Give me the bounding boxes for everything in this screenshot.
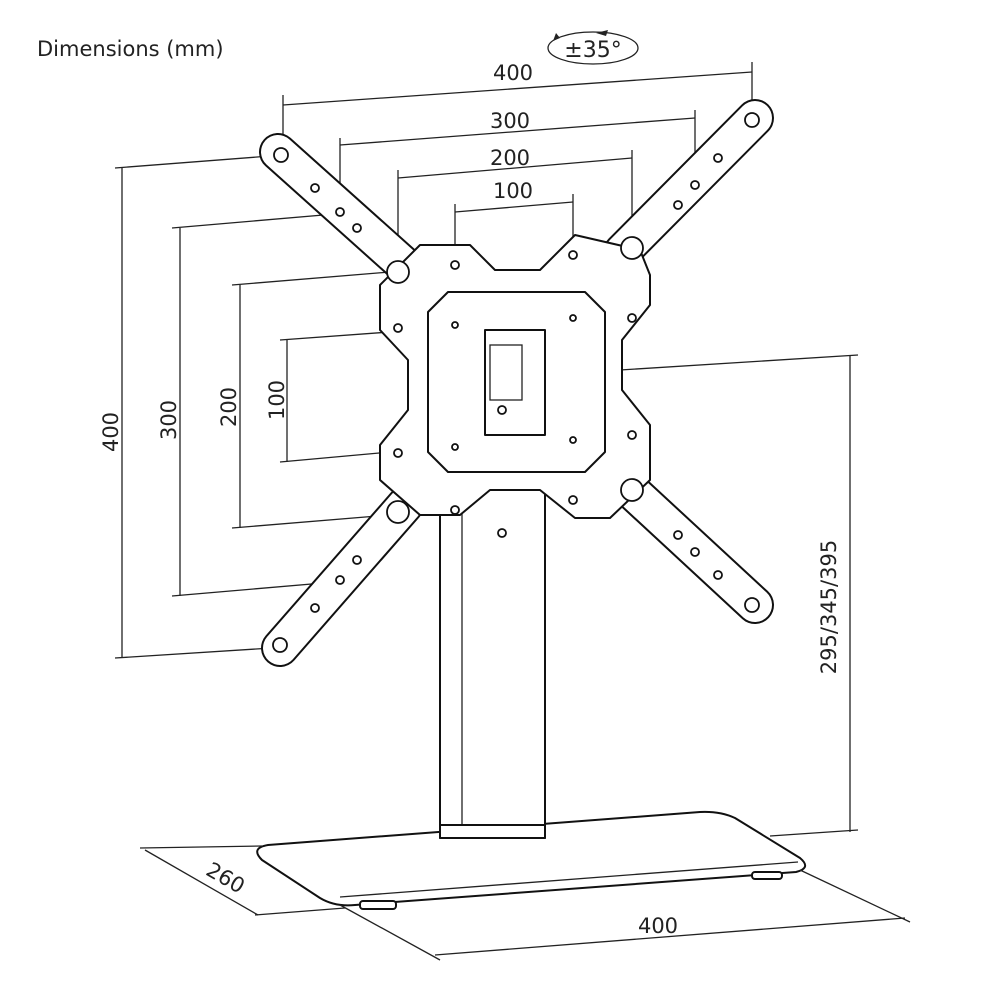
base-width-label: 400 [638,914,678,938]
height-200-label: 200 [217,387,241,427]
width-400-label: 400 [493,61,533,85]
base-dimension-lines [139,845,911,961]
rotation-label: ±35° [564,38,621,63]
diagram-title: Dimensions (mm) [37,37,224,61]
base-depth-label: 260 [202,858,249,899]
stand-height-label: 295/345/395 [817,540,841,674]
width-100-label: 100 [493,179,533,203]
height-400-label: 400 [99,412,123,452]
vertical-dimension-lines [114,155,859,837]
rotation-indicator: ±35° [547,30,639,65]
width-200-label: 200 [490,146,530,170]
height-100-label: 100 [265,380,289,420]
column [439,487,546,839]
width-300-label: 300 [490,109,530,133]
screw-holes [272,112,760,653]
mounting-clip [484,329,546,436]
height-300-label: 300 [157,400,181,440]
base-plate [256,810,807,910]
